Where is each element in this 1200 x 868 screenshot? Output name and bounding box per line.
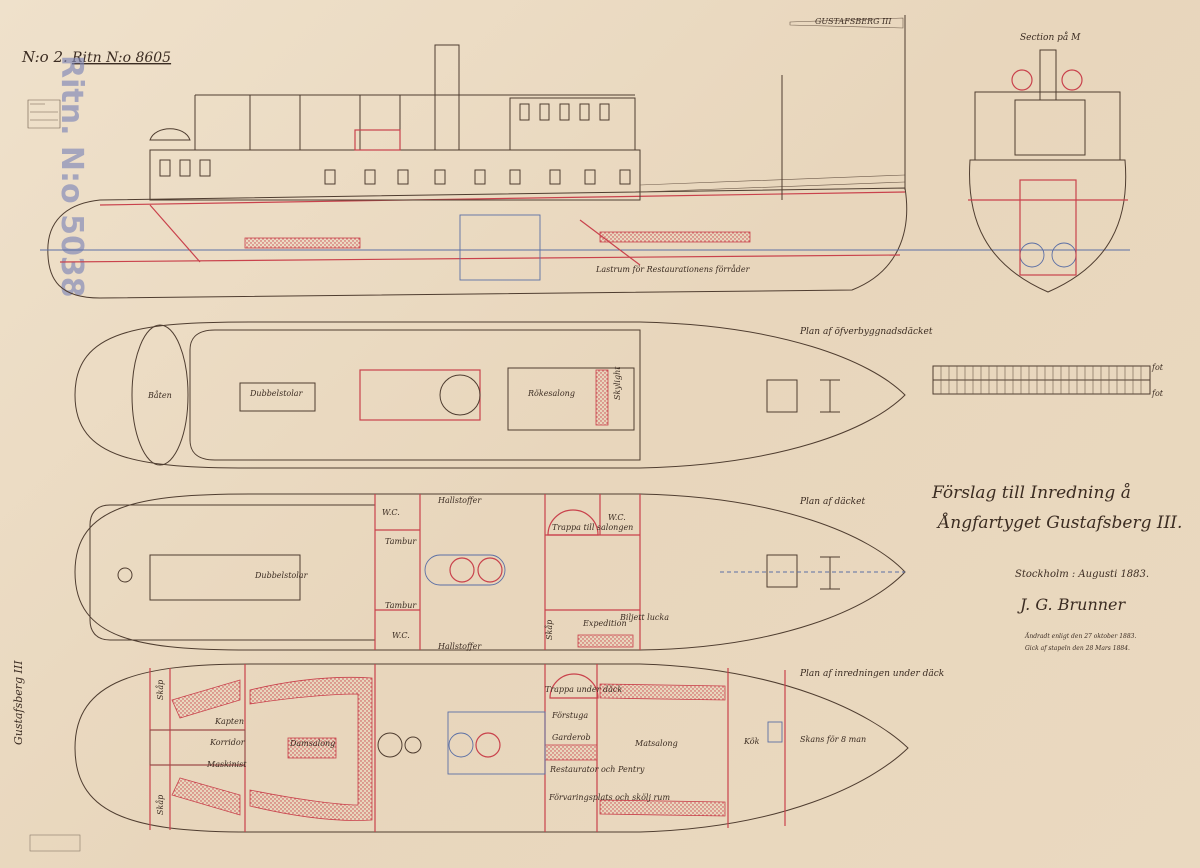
storage-label: Förvaringsplats och skölj rum	[548, 793, 670, 802]
stairs-label: Trappa till salongen	[552, 523, 633, 532]
wc-aft-label: W.C.	[392, 631, 410, 640]
section-title: Section på M	[1020, 31, 1081, 43]
cross-section-view: Section på M	[968, 31, 1128, 293]
note-2: Gick af stapeln den 28 Mars 1884.	[1025, 645, 1130, 652]
crew-label: Skans för 8 man	[800, 735, 866, 744]
scale-unit-top: fot	[1151, 363, 1164, 372]
signature: J. G. Brunner	[1017, 595, 1127, 614]
upper-deck-plan: Båten Dubbelstolar Rökesalong Skylight P…	[74, 321, 933, 469]
upper-benches-label: Dubbelstolar	[249, 389, 304, 398]
margin-note: Gustafsberg III	[12, 660, 25, 745]
drawing-number: Ritn N:o 8605	[71, 50, 171, 66]
deck-cupboard-label: Skåp	[545, 620, 554, 640]
bench-bottom-label: Hallstoffer	[437, 642, 482, 651]
tambour-bottom-label: Tambur	[385, 601, 417, 610]
below-deck-plan: Skåp Skåp Kapten Korridor Maskinist Dams…	[74, 663, 944, 833]
deck-benches-label: Dubbelstolar	[254, 571, 309, 580]
bench-top-label: Hallstoffer	[437, 496, 482, 505]
title-line-2: Ångfartyget Gustafsberg III.	[936, 512, 1182, 533]
scale-bar: fot fot	[932, 363, 1164, 398]
captain-label: Kapten	[214, 717, 244, 726]
cupboard-top-label: Skåp	[156, 680, 165, 700]
tambour-top-label: Tambur	[385, 537, 417, 546]
below-deck-plan-title: Plan af inredningen under däck	[799, 669, 944, 679]
sheet-number: N:o 2.	[21, 48, 68, 66]
wc-right-label: W.C.	[608, 513, 626, 522]
title-line-1: Förslag till Inredning å	[931, 483, 1131, 503]
boat-label: Båten	[147, 391, 172, 400]
side-profile-view: GUSTAFSBERG III Lastrum för Restauration…	[27, 15, 1130, 299]
main-deck-plan: Dubbelstolar W.C. Tambur Tambur W.C. Hal…	[74, 493, 906, 651]
engineer-label: Maskinist	[206, 760, 247, 769]
cupboard-bottom-label: Skåp	[156, 795, 165, 815]
ticket-label: Biljett lucka	[619, 613, 669, 622]
hold-label: Lastrum för Restaurationens förråder	[595, 265, 751, 274]
ladies-saloon-label: Damsalong	[289, 739, 335, 748]
title-block: Förslag till Inredning å Ångfartyget Gus…	[931, 483, 1182, 652]
stairs-note-label: Trappa under däck	[545, 685, 622, 694]
restaurateur-label: Restaurator och Pentry	[549, 765, 645, 774]
smoking-saloon-label: Rökesalong	[527, 389, 575, 398]
note-1: Ändradt enligt den 27 oktober 1883.	[1024, 633, 1136, 640]
wardrobe-label: Garderob	[552, 733, 591, 742]
deck-plan-title: Plan af däcket	[799, 497, 865, 507]
scale-unit-bottom: fot	[1151, 389, 1164, 398]
skylight-label: Skylight	[613, 366, 622, 400]
archive-stamp: Ritn. N:o 5038	[54, 55, 89, 298]
upper-deck-plan-title: Plan af öfverbyggnadsdäcket	[799, 327, 933, 337]
dining-saloon-label: Matsalong	[634, 739, 678, 748]
galley-label: Kök	[743, 737, 760, 746]
collection-stamp	[29, 834, 81, 852]
lobby-label: Förstuga	[551, 711, 588, 720]
expedition-label: Expedition	[582, 619, 627, 628]
wc-fore-label: W.C.	[382, 508, 400, 517]
place-date: Stockholm : Augusti 1883.	[1015, 569, 1149, 580]
pennant-text: GUSTAFSBERG III	[815, 17, 892, 26]
corridor-label: Korridor	[209, 738, 246, 747]
